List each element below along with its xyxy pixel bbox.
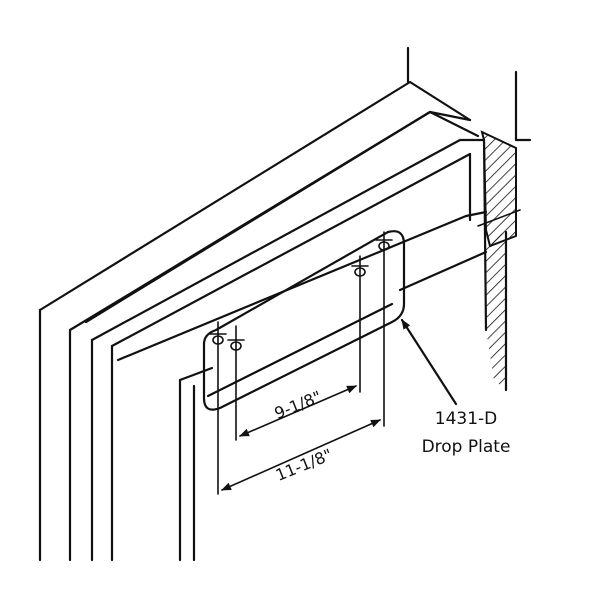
- dimension-outer-line: [221, 419, 381, 491]
- part-name-label: Drop Plate: [422, 437, 511, 457]
- dimension-outer-label: 11-1/8": [273, 445, 335, 485]
- door-stop: [90, 138, 488, 562]
- drop-plate: [202, 230, 406, 411]
- wall-section-hatched: [477, 130, 521, 392]
- dimension-inner-label: 9-1/8": [272, 387, 325, 423]
- dimension-lines: [221, 385, 381, 491]
- door-panel: [178, 250, 488, 562]
- part-number-label: 1431-D: [435, 409, 498, 429]
- extension-lines: [209, 231, 393, 495]
- frame-head: [38, 80, 480, 562]
- leader-arrow: [400, 318, 458, 406]
- wall-lines: [406, 46, 532, 142]
